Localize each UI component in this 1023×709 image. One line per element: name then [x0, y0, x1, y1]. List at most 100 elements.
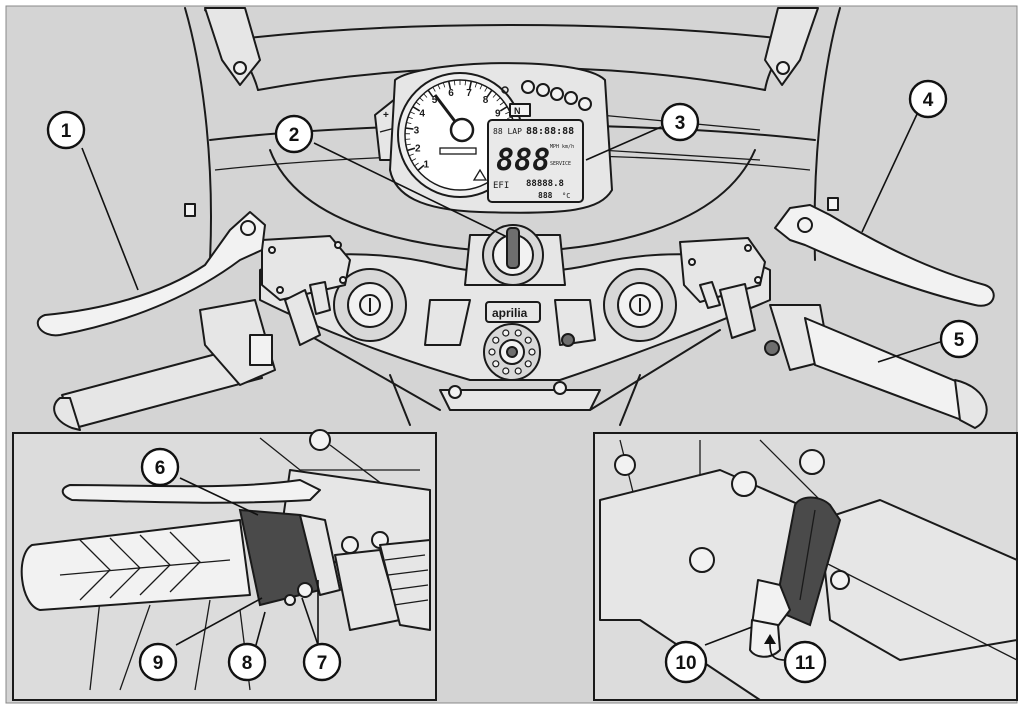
warning-lamps: N — [509, 80, 592, 117]
stem-bolt — [524, 360, 532, 368]
tach-tick-mark — [410, 111, 415, 115]
callout-1: 1 — [46, 110, 86, 150]
neutral-indicator: N — [514, 106, 521, 116]
tach-tick-label: 2 — [415, 143, 421, 154]
tach-tick-mark — [412, 106, 421, 112]
callout-10: 10 — [664, 640, 708, 684]
fork-cap-right — [603, 268, 677, 342]
tach-tick-mark — [427, 89, 434, 98]
tach-tick-label: 9 — [495, 108, 501, 119]
callout-2: 2 — [274, 114, 314, 154]
callout-7-label: 7 — [317, 653, 328, 674]
tach-tick-mark — [492, 93, 497, 98]
lcd-clock: 88:88:88 — [526, 126, 574, 137]
lcd-units: MPH km/h — [550, 144, 574, 150]
tach-tick-mark — [507, 116, 513, 119]
tach-tick-mark — [499, 101, 505, 106]
main-view: + 123456789101112 — [36, 7, 995, 431]
stem-bolt — [502, 329, 510, 337]
tach-tick-mark — [442, 82, 446, 88]
instrument-cluster: + 123456789101112 — [374, 62, 613, 214]
steering-stem — [483, 323, 541, 381]
tach-tick-mark — [423, 93, 428, 98]
callout-8: 8 — [227, 642, 267, 682]
brand-logo: aprilia — [492, 306, 528, 320]
tach-tick-mark — [406, 147, 416, 152]
callout-1-label: 1 — [61, 121, 72, 142]
tach-tick-mark — [486, 89, 493, 98]
tach-tick-mark — [479, 84, 483, 90]
tach-tick-mark — [411, 158, 417, 162]
stem-bolt — [514, 367, 522, 375]
tach-tick-mark — [406, 122, 412, 124]
fork-cap-left — [333, 268, 407, 342]
throttle-grip — [804, 317, 988, 429]
callout-11-label: 11 — [795, 653, 816, 674]
tach-tick-label: 1 — [424, 159, 430, 170]
callout-5-label: 5 — [954, 330, 965, 351]
callout-9: 9 — [138, 642, 178, 682]
tach-tick-mark — [417, 164, 425, 172]
callout-6: 6 — [140, 447, 180, 487]
front-brake-lever — [774, 197, 995, 307]
tach-tick-mark — [464, 80, 467, 86]
callout-8-label: 8 — [242, 653, 253, 674]
tach-tick-label: 4 — [419, 108, 425, 119]
tach-tick-mark — [419, 97, 424, 102]
top-yoke: aprilia — [259, 224, 771, 426]
tach-tick-mark — [447, 81, 452, 90]
left-handlebar — [53, 235, 351, 431]
tach-tick-mark — [407, 116, 413, 119]
callout-7: 7 — [302, 642, 342, 682]
stem-bolt — [488, 348, 496, 356]
tach-tick-mark — [474, 82, 478, 88]
tach-tick-mark — [405, 143, 411, 146]
tach-tick-mark — [414, 162, 419, 167]
tach-tick-mark — [484, 87, 488, 92]
clutch-lever — [36, 203, 266, 337]
callout-10-label: 10 — [675, 653, 696, 674]
lcd-lap: 88 LAP — [493, 127, 522, 136]
lcd-efi: EFI — [493, 181, 509, 191]
lcd-display: 88 LAP 88:88:88 888 MPH km/h SERVICE EFI… — [487, 119, 584, 203]
tach-tick-mark — [405, 127, 414, 130]
right-handlebar — [679, 237, 831, 371]
callout-5: 5 — [939, 319, 979, 359]
tach-tick-mark — [499, 106, 508, 112]
tach-tick-label: 3 — [414, 125, 420, 136]
lcd-temp: 888 — [538, 191, 553, 200]
callout-3: 3 — [660, 102, 700, 142]
tach-tick-mark — [408, 153, 414, 157]
stem-bolt — [492, 336, 500, 344]
callout-6-label: 6 — [155, 458, 166, 479]
callout-4: 4 — [908, 79, 948, 119]
tach-tick-label: 6 — [448, 88, 454, 99]
tach-tick-label: 8 — [483, 95, 489, 106]
lcd-service: SERVICE — [550, 161, 571, 167]
lcd-odometer: 88888.8 — [526, 179, 564, 189]
tach-tick-mark — [415, 101, 421, 106]
svg-text:+: + — [383, 110, 389, 121]
inset-right — [593, 432, 1018, 701]
tach-tick-mark — [453, 80, 456, 86]
lcd-speed: 888 — [496, 143, 550, 178]
inset-left — [12, 429, 437, 701]
tach-tick-label: 5 — [432, 95, 438, 106]
callout-11: 11 — [783, 640, 827, 684]
ignition-switch — [464, 224, 566, 286]
tach-tick-label: 7 — [466, 88, 472, 99]
stem-bolt — [528, 348, 536, 356]
engine-stop-switch — [749, 496, 842, 658]
stem-bolt — [524, 336, 532, 344]
tach-tick-mark — [496, 97, 501, 102]
stem-bolt — [514, 329, 522, 337]
tach-tick-mark — [437, 84, 441, 90]
lcd-temp-unit: °C — [562, 192, 570, 200]
stem-bolt — [502, 367, 510, 375]
callout-9-label: 9 — [153, 653, 164, 674]
callouts: 1 2 3 4 5 6 7 8 9 10 11 — [46, 79, 979, 684]
leader-lines — [81, 111, 941, 661]
tach-tick-mark — [468, 81, 473, 90]
callout-2-label: 2 — [289, 125, 300, 146]
stem-bolt — [492, 360, 500, 368]
